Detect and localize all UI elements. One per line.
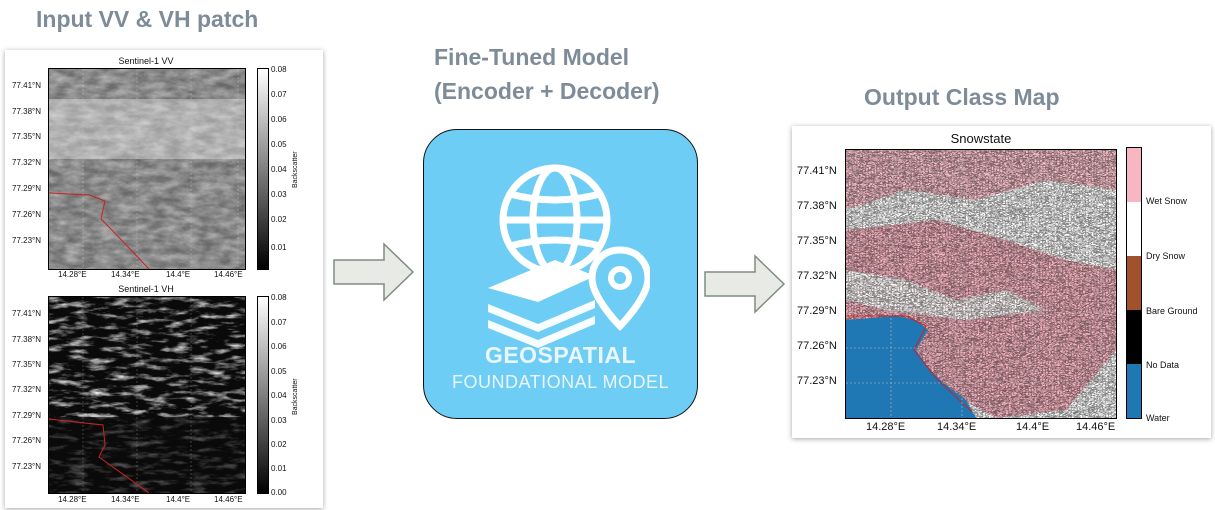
- vv-lat-tick: 77.32°N: [12, 158, 41, 167]
- vh-cbar-tick: 0.02: [271, 440, 287, 449]
- vv-cbar-tick: 0.04: [271, 165, 287, 174]
- vv-lat-tick: 77.26°N: [12, 210, 41, 219]
- vh-cbar-tick: 0.08: [271, 293, 287, 302]
- vh-cbar-tick: 0.00: [271, 488, 287, 497]
- vh-lon-tick: 14.34°E: [111, 495, 140, 504]
- vh-plot-title: Sentinel-1 VH: [118, 284, 174, 294]
- vv-lat-tick: 77.38°N: [12, 107, 41, 116]
- legend-label-water: Water: [1146, 413, 1170, 423]
- legend-swatch-water: [1127, 364, 1141, 418]
- input-section-title: Input VV & VH patch: [36, 6, 259, 32]
- vv-lon-tick: 14.34°E: [111, 270, 140, 279]
- vh-lon-tick: 14.46°E: [214, 495, 243, 504]
- vv-backscatter-image: [48, 68, 246, 270]
- legend-swatch-bare-ground: [1127, 310, 1141, 364]
- legend-swatch-dry-snow: [1127, 256, 1141, 310]
- vh-cbar-tick: 0.05: [271, 367, 287, 376]
- vv-plot-title: Sentinel-1 VV: [118, 56, 174, 66]
- vh-colorbar: [257, 296, 269, 494]
- class-legend-colorbar: [1126, 147, 1142, 419]
- vv-cbar-tick: 0.06: [271, 115, 287, 124]
- flow-arrow-icon: [333, 242, 415, 302]
- output-lat-tick: 77.29°N: [797, 305, 837, 317]
- vh-lat-tick: 77.26°N: [12, 436, 41, 445]
- vh-lat-tick: 77.23°N: [12, 462, 41, 471]
- output-lat-tick: 77.41°N: [797, 165, 837, 177]
- output-plot-title: Snowstate: [950, 131, 1012, 146]
- vh-cbar-tick: 0.01: [271, 464, 287, 473]
- legend-label-dry-snow: Dry Snow: [1146, 251, 1186, 261]
- vh-cbar-tick: 0.03: [271, 416, 287, 425]
- vv-cbar-tick: 0.08: [271, 65, 287, 74]
- legend-label-wet-snow: Wet Snow: [1146, 196, 1187, 206]
- legend-swatch-wet-snow: [1127, 148, 1141, 202]
- legend-label-bare-ground: Bare Ground: [1146, 306, 1198, 316]
- vv-lon-tick: 14.28°E: [58, 270, 87, 279]
- foundation-model-box: GEOSPATIAL FOUNDATIONAL MODEL: [423, 129, 698, 419]
- output-lat-tick: 77.32°N: [797, 270, 837, 282]
- snowstate-class-map: [845, 149, 1117, 419]
- vv-lat-tick: 77.23°N: [12, 236, 41, 245]
- vh-backscatter-image: [48, 296, 246, 494]
- vh-cbar-tick: 0.06: [271, 342, 287, 351]
- vh-lat-tick: 77.29°N: [12, 411, 41, 420]
- vh-cbar-tick: 0.07: [271, 318, 287, 327]
- output-lat-tick: 77.23°N: [797, 375, 837, 387]
- output-lon-tick: 14.46°E: [1076, 421, 1116, 433]
- vh-lat-tick: 77.32°N: [12, 385, 41, 394]
- vv-lat-tick: 77.41°N: [12, 81, 41, 90]
- vv-cbar-tick: 0.07: [271, 90, 287, 99]
- vv-cbar-tick: 0.05: [271, 140, 287, 149]
- model-logo-line1: GEOSPATIAL: [484, 342, 637, 368]
- vh-cbar-tick: 0.04: [271, 391, 287, 400]
- vv-colorbar-label: Backscatter: [292, 151, 299, 188]
- output-lon-tick: 14.34°E: [937, 421, 977, 433]
- vv-lon-tick: 14.46°E: [214, 270, 243, 279]
- output-lat-tick: 77.26°N: [797, 340, 837, 352]
- vh-lat-tick: 77.35°N: [12, 360, 41, 369]
- vv-cbar-tick: 0.01: [271, 243, 287, 252]
- vv-lat-tick: 77.29°N: [12, 184, 41, 193]
- model-section-title-line2: (Encoder + Decoder): [434, 78, 660, 104]
- output-lon-tick: 14.4°E: [1016, 421, 1050, 433]
- vv-cbar-tick: 0.03: [271, 190, 287, 199]
- vh-lon-tick: 14.28°E: [58, 495, 87, 504]
- vv-colorbar: [257, 68, 269, 270]
- vh-colorbar-label: Backscatter: [292, 378, 299, 415]
- legend-label-no-data: No Data: [1146, 360, 1180, 370]
- vv-cbar-tick: 0.02: [271, 215, 287, 224]
- vv-lat-tick: 77.35°N: [12, 132, 41, 141]
- globe-with-location-pin-icon: [488, 164, 650, 348]
- flow-arrow-icon: [704, 254, 786, 314]
- vh-lon-tick: 14.4°E: [166, 495, 191, 504]
- output-lat-tick: 77.38°N: [797, 200, 837, 212]
- vv-lon-tick: 14.4°E: [166, 270, 191, 279]
- vh-lat-tick: 77.41°N: [12, 309, 41, 318]
- output-lat-tick: 77.35°N: [797, 235, 837, 247]
- model-logo-line2: FOUNDATIONAL MODEL: [451, 372, 670, 392]
- output-section-title: Output Class Map: [864, 84, 1060, 110]
- legend-swatch-no-data: [1127, 202, 1141, 256]
- output-lon-tick: 14.28°E: [866, 421, 906, 433]
- model-section-title-line1: Fine-Tuned Model: [434, 44, 630, 70]
- vh-lat-tick: 77.38°N: [12, 335, 41, 344]
